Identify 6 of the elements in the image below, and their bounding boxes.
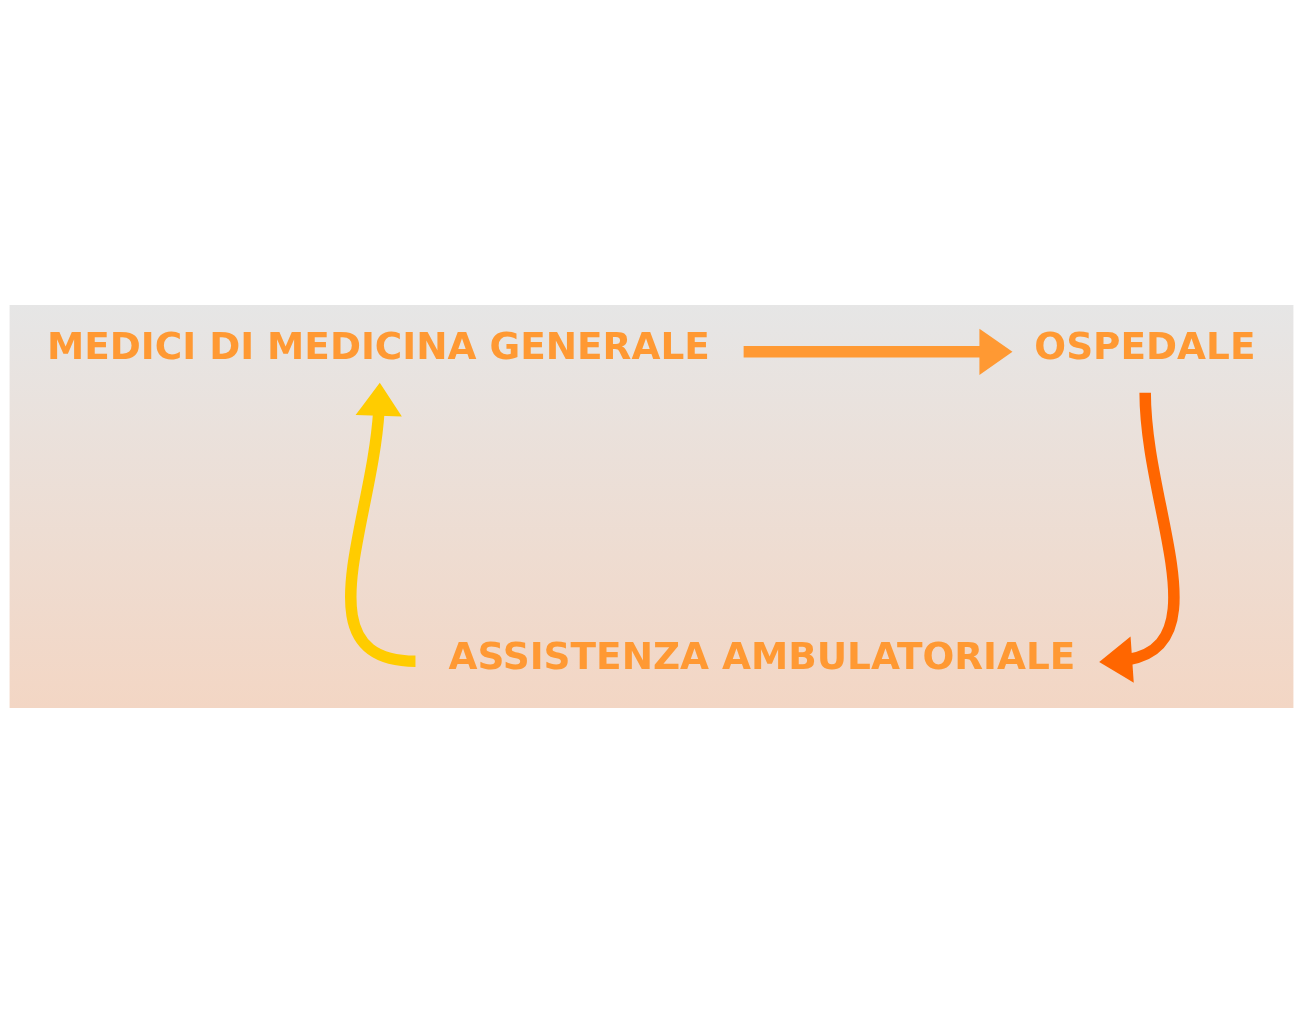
node-text: MEDICI DI MEDICINA GENERALE — [47, 324, 710, 369]
arrow — [743, 328, 1013, 375]
node-text: ASSISTENZA AMBULATORIALE — [448, 633, 1076, 678]
node-text: OSPEDALE — [1034, 324, 1256, 369]
arrow — [345, 382, 417, 667]
arrow — [1099, 392, 1180, 683]
